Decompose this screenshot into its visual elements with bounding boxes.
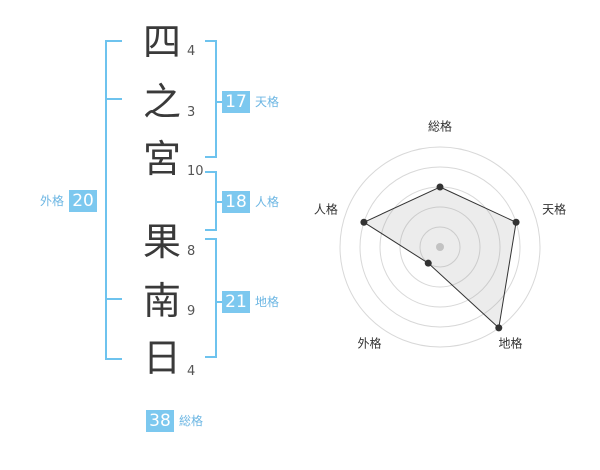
chikaku-label: 地格 [255, 295, 280, 309]
radar-center-dot [436, 243, 444, 251]
stroke-count-6: 4 [187, 364, 196, 379]
soukaku-value: 38 [146, 410, 174, 432]
jinkaku-label: 人格 [255, 195, 280, 209]
gaikaku-badge: 外格 20 [40, 190, 98, 212]
radar-polygon [362, 186, 517, 329]
name-char-5: 南 [142, 279, 181, 323]
radar-rings [339, 146, 541, 348]
stroke-count-3: 10 [187, 164, 204, 179]
stroke-count-5: 9 [187, 304, 196, 319]
chikaku-badge: 21 地格 [222, 291, 279, 313]
radar-axis-label-1: 天格 [542, 201, 566, 216]
stroke-count-2: 3 [187, 105, 196, 120]
gaikaku-label: 外格 [40, 194, 65, 208]
jinkaku-badge: 18 人格 [222, 191, 279, 213]
radar-ring-2 [399, 206, 481, 288]
name-char-2: 之 [142, 80, 181, 124]
tenkaku-label: 天格 [255, 95, 280, 109]
radar-axis-label-4: 人格 [314, 201, 338, 216]
radar-point-2 [495, 324, 503, 332]
radar-axis-label-3: 外格 [357, 336, 381, 351]
radar-axis-label-0: 総格 [428, 119, 452, 134]
radar-point-0 [436, 183, 444, 191]
radar-point-3 [424, 259, 432, 267]
stroke-count-4: 8 [187, 244, 196, 259]
radar-polygon-group [362, 186, 517, 329]
soukaku-badge: 38 総格 [146, 410, 203, 432]
radar-ring-1 [419, 226, 461, 268]
name-char-1: 四 [142, 20, 181, 64]
name-char-4: 果 [142, 220, 181, 264]
radar-ring-5 [339, 146, 541, 348]
name-char-3: 宮 [142, 137, 181, 181]
tenkaku-value: 17 [222, 91, 250, 113]
tenkaku-badge: 17 天格 [222, 91, 279, 113]
chikaku-value: 21 [222, 291, 250, 313]
name-char-6: 日 [142, 336, 181, 380]
gaikaku-value: 20 [69, 190, 98, 212]
jinkaku-value: 18 [222, 191, 250, 213]
radar-point-4 [360, 218, 368, 226]
radar-ring-4 [359, 166, 521, 328]
radar-points [360, 183, 520, 332]
radar-point-1 [512, 218, 520, 226]
soukaku-label: 総格 [179, 414, 204, 428]
stroke-count-1: 4 [187, 44, 196, 59]
radar-axis-label-2: 地格 [499, 336, 523, 351]
